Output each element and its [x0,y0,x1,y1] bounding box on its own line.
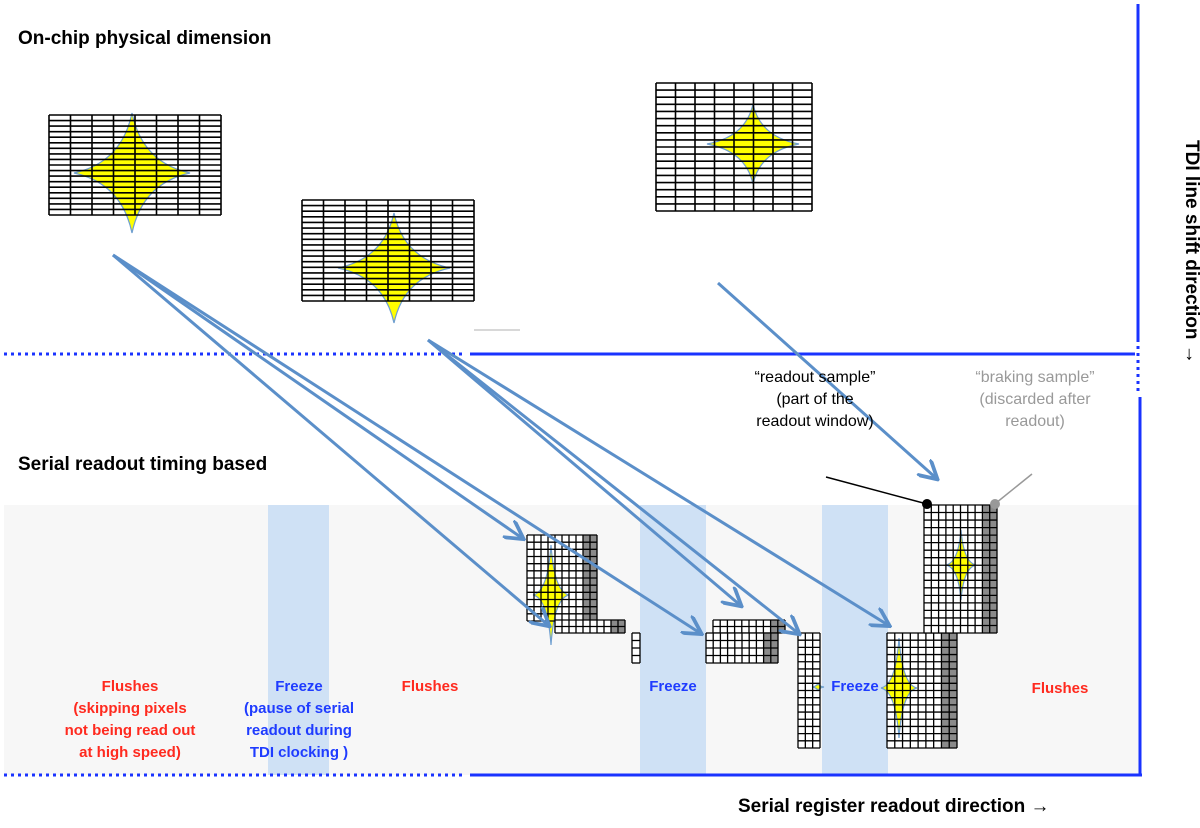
braking-sample-leader [995,473,1033,504]
arrow-1 [112,253,548,625]
arrow-7 [716,281,936,478]
star-icon [880,637,918,739]
star-icon [73,112,191,234]
chip-window-1 [48,112,222,234]
heading-on-chip: On-chip physical dimension [18,28,272,49]
flushes-label-1: Flushes (skipping pixels not being read … [64,678,196,761]
readout-sample-note: “readout sample” (part of the readout wi… [754,369,876,430]
braking-sample-dot [990,499,1000,509]
freeze-label-3: Freeze [831,678,879,695]
serial-axis-label: Serial register readout direction → [738,796,1050,817]
freeze-label-2: Freeze [649,678,697,695]
readout-block-4 [880,632,958,749]
freeze-band-3 [822,505,888,775]
readout-block-1b [554,619,626,634]
arrow-6 [427,338,888,625]
flushes-label-3: Flushes [1031,680,1089,697]
heading-serial-readout: Serial readout timing based [18,454,268,475]
freeze-band-2 [640,505,706,775]
freeze-band-1 [268,505,329,775]
chip-window-3 [655,82,813,212]
readout-block-2b [705,632,779,664]
arrow-5 [427,338,798,633]
freeze-label-1: Freeze (pause of serial readout during T… [243,678,355,761]
arrow-3 [112,253,700,633]
readout-block-1 [526,534,598,646]
readout-block-5 [923,504,998,634]
chip-window-2 [301,199,475,324]
readout-block-3 [797,632,825,749]
readout-block-2 [712,619,786,634]
readout-block-1c [631,632,641,664]
flushes-label-2: Flushes [401,678,459,695]
tdi-axis-label: TDI line shift direction → [1181,140,1200,364]
readout-sample-dot [922,499,932,509]
arrow-4 [427,338,740,605]
arrow-2 [112,253,522,538]
readout-sample-leader [825,476,928,505]
braking-sample-note: “braking sample” (discarded after readou… [975,369,1095,430]
